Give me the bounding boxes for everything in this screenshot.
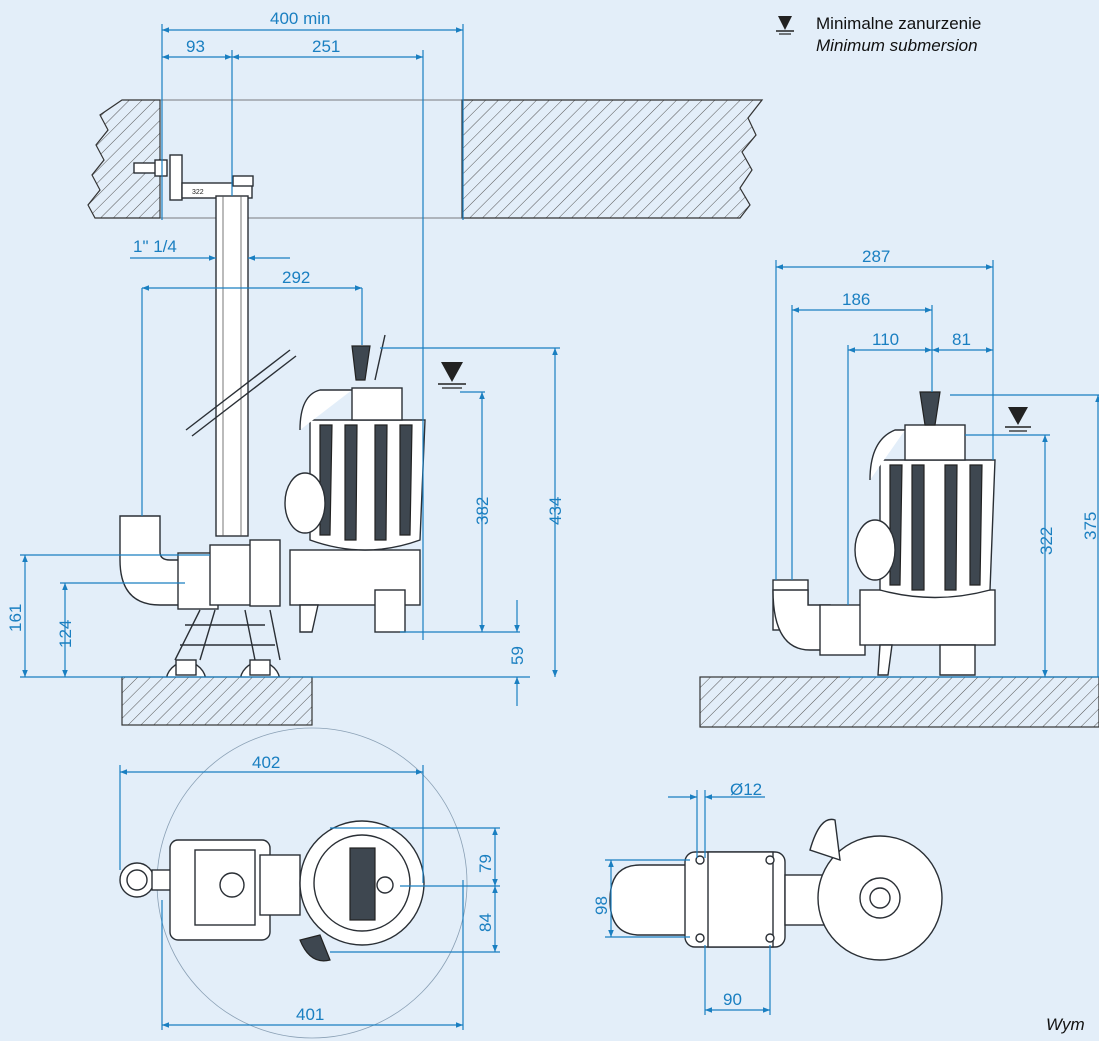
water-level-icon bbox=[776, 16, 794, 35]
guide-pipe bbox=[185, 195, 297, 537]
dim-400-min: 400 min bbox=[270, 9, 330, 28]
dim-81: 81 bbox=[952, 330, 971, 349]
dim-93: 93 bbox=[186, 37, 205, 56]
dim-251: 251 bbox=[312, 37, 340, 56]
ceiling-section bbox=[87, 99, 764, 219]
dim-322: 322 bbox=[1037, 527, 1056, 555]
footer-note: Wym bbox=[1046, 1015, 1085, 1034]
dim-110: 110 bbox=[872, 330, 899, 349]
dim-12-diameter: Ø12 bbox=[730, 780, 762, 799]
pump-front-view bbox=[699, 391, 1099, 728]
dimension-lines-plan-right bbox=[605, 790, 771, 1015]
dim-90: 90 bbox=[723, 990, 742, 1009]
water-level-icon-left bbox=[438, 362, 466, 389]
dim-161: 161 bbox=[6, 604, 25, 632]
dim-79: 79 bbox=[476, 854, 495, 873]
legend-line-2: Minimum submersion bbox=[816, 36, 978, 55]
dim-401: 401 bbox=[296, 1005, 324, 1024]
dim-292: 292 bbox=[282, 268, 310, 287]
bracket-label: 322 bbox=[192, 189, 204, 196]
dimension-lines-right bbox=[775, 260, 1099, 677]
discharge-elbow bbox=[119, 515, 281, 610]
dim-84: 84 bbox=[476, 913, 495, 932]
pump-side-view bbox=[284, 334, 426, 633]
legend: Minimalne zanurzenie Minimum submersion bbox=[776, 14, 981, 55]
dim-434: 434 bbox=[546, 497, 565, 525]
dim-124: 124 bbox=[56, 620, 75, 648]
dim-375: 375 bbox=[1081, 512, 1099, 540]
dim-402: 402 bbox=[252, 753, 280, 772]
pump-top-view-left bbox=[119, 727, 468, 1039]
water-level-icon-right bbox=[1005, 407, 1031, 432]
floor-left bbox=[20, 676, 530, 726]
pump-top-view-right bbox=[609, 818, 943, 961]
dimension-lines bbox=[20, 24, 560, 706]
dim-186: 186 bbox=[842, 290, 870, 309]
legend-line-1: Minimalne zanurzenie bbox=[816, 14, 981, 33]
dim-98: 98 bbox=[592, 896, 611, 915]
dimension-lines-plan-left bbox=[119, 765, 500, 1030]
dimension-labels: 400 min 93 251 1" 1/4 292 382 434 161 12… bbox=[6, 9, 1099, 1024]
wall-bracket: 322 bbox=[133, 154, 254, 201]
dim-382: 382 bbox=[473, 497, 492, 525]
dim-287: 287 bbox=[862, 247, 890, 266]
dim-1-1-4: 1" 1/4 bbox=[133, 237, 177, 256]
dim-59: 59 bbox=[508, 646, 527, 665]
